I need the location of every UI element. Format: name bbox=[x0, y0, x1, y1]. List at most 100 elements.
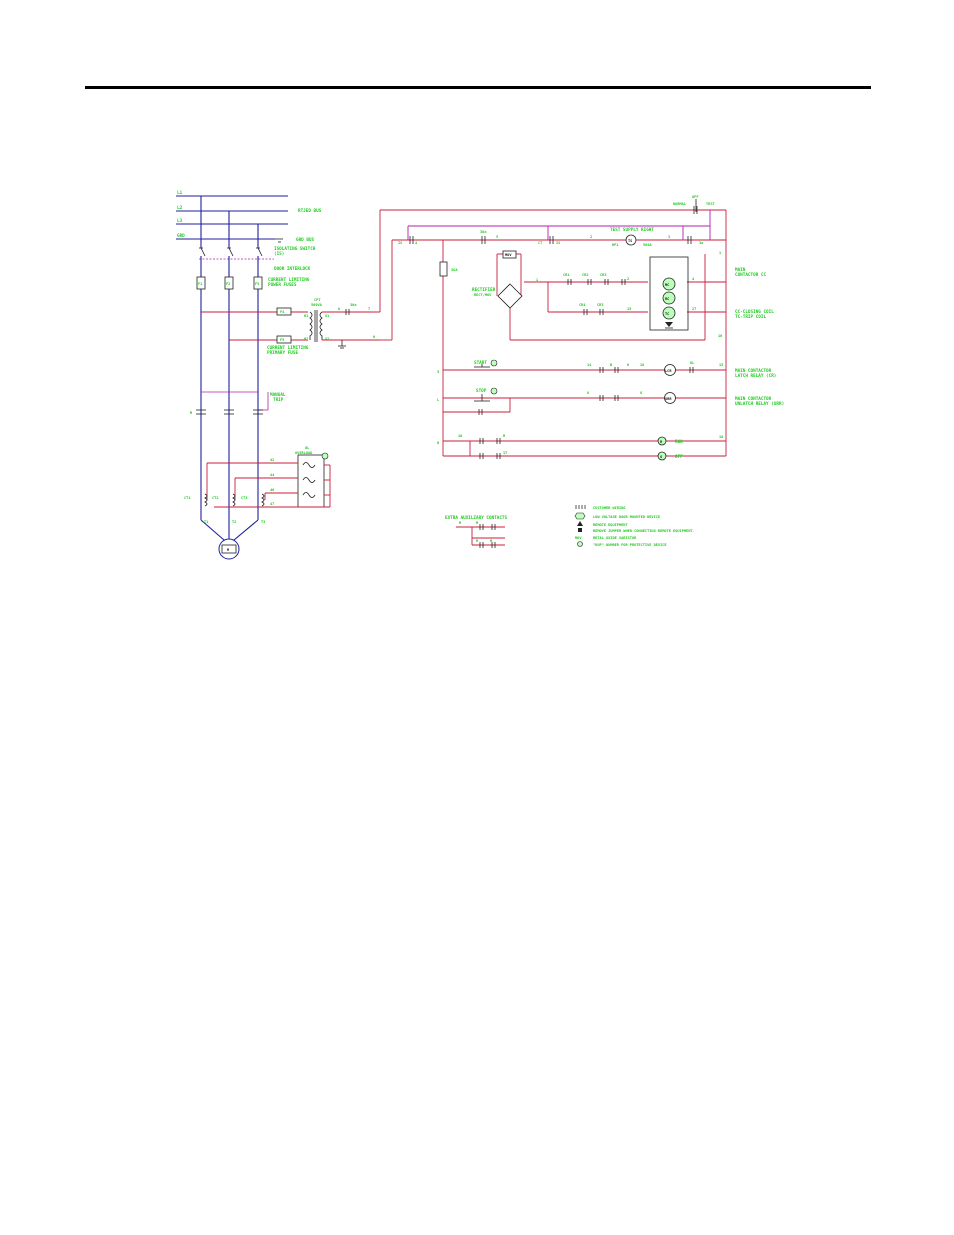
wire-number: 10 bbox=[718, 334, 722, 338]
isolating-switch-tag: (IS) bbox=[274, 251, 284, 257]
phase-conductors bbox=[200, 256, 259, 520]
fuse-tag: F1 bbox=[198, 282, 202, 286]
header-rule bbox=[85, 86, 871, 89]
run-label: RUN bbox=[675, 439, 683, 445]
bus-lines bbox=[176, 195, 288, 248]
motor-terminal: T3 bbox=[261, 520, 265, 524]
wire-number: 30a bbox=[350, 303, 357, 307]
cpt-terminal: H1 bbox=[304, 314, 308, 318]
primary-fuse bbox=[276, 307, 292, 316]
wire-number: 1 bbox=[719, 251, 721, 255]
relay-tag: CR4 bbox=[579, 303, 586, 307]
primary-fuse-label: CURRENT LIMITING bbox=[267, 345, 309, 351]
isolating-switch bbox=[199, 247, 263, 257]
wire-number: 2 bbox=[590, 235, 592, 239]
cpt-label: CPT bbox=[314, 298, 321, 302]
rectifier-bridge-icon bbox=[497, 283, 523, 309]
fuse-tag: 3GA bbox=[451, 268, 458, 272]
ct-tag: CT1 bbox=[184, 496, 191, 500]
wire-number: CT bbox=[538, 241, 542, 245]
bus-phase-label: GRD bbox=[177, 233, 185, 239]
motor-terminal: T2 bbox=[232, 520, 236, 524]
wire-number: 15 bbox=[719, 363, 723, 367]
wire-number: 47 bbox=[270, 502, 274, 506]
lamp-tag: R bbox=[660, 440, 663, 444]
legend-text: "DUP" NUMBER FOR PROTECTIVE DEVICE bbox=[593, 543, 667, 547]
fuse-tag: F4 bbox=[280, 310, 284, 314]
contactor-tag: M bbox=[190, 411, 193, 415]
overload-tag: OL bbox=[305, 446, 310, 450]
legend-text: REMOTE EQUIPMENT bbox=[593, 523, 628, 527]
bus-phase-label: L3 bbox=[177, 218, 183, 224]
wire-number: 5 bbox=[496, 235, 498, 239]
legend-text: CUSTOMER WIRING bbox=[593, 506, 625, 510]
wire-number: 46 bbox=[270, 488, 274, 492]
coil-tag: LCR bbox=[665, 369, 672, 373]
door-device-icon bbox=[321, 452, 329, 460]
start-label: START bbox=[474, 360, 487, 366]
control-supply-wiring bbox=[392, 210, 727, 456]
square-icon bbox=[578, 528, 582, 532]
wire-number: 4 bbox=[415, 241, 417, 245]
aux-tag: M bbox=[490, 539, 493, 543]
wire-number: U bbox=[587, 391, 589, 395]
ground-bus-label: GRD BUS bbox=[296, 237, 315, 243]
coil-label: LATCH RELAY (CR) bbox=[735, 373, 776, 379]
wire-number: K bbox=[627, 363, 630, 367]
test-tag: RP1 bbox=[612, 243, 619, 247]
wire-number: 30a bbox=[480, 230, 487, 234]
legend-text: REMOVE JUMPER WHEN CONNECTING REMOTE EQU… bbox=[593, 529, 695, 533]
contactor-coil-assembly bbox=[649, 256, 689, 331]
coil-tag: URR bbox=[665, 397, 672, 401]
rectifier-label: RECTIFIER bbox=[472, 287, 496, 293]
fuse-tag: F3 bbox=[255, 282, 259, 286]
selector-position: TEST bbox=[706, 202, 715, 206]
wire-number: L bbox=[437, 398, 440, 402]
motor-terminal: T1 bbox=[204, 520, 208, 524]
unlatch-coil-icon bbox=[664, 392, 676, 404]
current-transformers bbox=[204, 493, 265, 507]
aux-contacts-wiring bbox=[456, 526, 505, 546]
aux-tag: M bbox=[476, 521, 479, 525]
coil-tag: TC bbox=[665, 312, 669, 316]
mov-legend-symbol: MOV bbox=[575, 536, 582, 540]
coil-label: CC-CLOSING COIL bbox=[735, 309, 774, 315]
relay-tag: CR5 bbox=[597, 303, 604, 307]
manual-trip-label: TRIP bbox=[273, 397, 284, 403]
fuse-tag: F2 bbox=[226, 282, 230, 286]
relay-tag: CR1 bbox=[563, 273, 570, 277]
relay-tag: CR3 bbox=[600, 273, 607, 277]
legend-text: METAL OXIDE VARISTOR bbox=[593, 536, 637, 540]
wire-number: 42 bbox=[270, 458, 274, 462]
primary-fuse bbox=[276, 335, 292, 344]
motor-icon bbox=[218, 538, 240, 560]
overload-relay bbox=[297, 454, 325, 508]
start-pushbutton bbox=[474, 364, 490, 368]
top-contacts bbox=[409, 206, 698, 244]
wire-number: 7 bbox=[368, 307, 370, 311]
legend-text: LOW VOLTAGE DOOR MOUNTED DEVICE bbox=[593, 515, 660, 519]
selector-position: NORMAL bbox=[673, 202, 687, 206]
coil-icon bbox=[662, 277, 676, 291]
aux-tag: M bbox=[476, 539, 479, 543]
rectifier-wiring bbox=[496, 253, 726, 341]
wire-number: 8 bbox=[338, 307, 340, 311]
coil-label: UNLATCH RELAY (URR) bbox=[735, 401, 784, 407]
door-interlock-label: DOOR INTERLOCK bbox=[274, 266, 311, 272]
wire-number: 44 bbox=[270, 473, 274, 477]
test-supply-label: TEST SUPPLY RIGHT bbox=[610, 227, 654, 233]
start-rung bbox=[443, 369, 726, 457]
triangle-icon bbox=[577, 521, 583, 526]
stop-pushbutton bbox=[474, 394, 490, 415]
legend: CUSTOMER WIRING LOW VOLTAGE DOOR MOUNTED… bbox=[574, 505, 695, 547]
coil-tag: RC bbox=[665, 297, 669, 301]
bus-phase-label: L1 bbox=[177, 190, 183, 196]
wire-number: 15 bbox=[627, 307, 631, 311]
motor-tag: M bbox=[227, 548, 230, 552]
coil-icon bbox=[662, 306, 676, 320]
rectifier-tag: RECT/MOV bbox=[474, 293, 492, 297]
mov-device bbox=[502, 250, 517, 259]
cpt-primary-wiring bbox=[201, 311, 308, 341]
coil-label: MAIN CONTACTOR bbox=[735, 396, 772, 402]
